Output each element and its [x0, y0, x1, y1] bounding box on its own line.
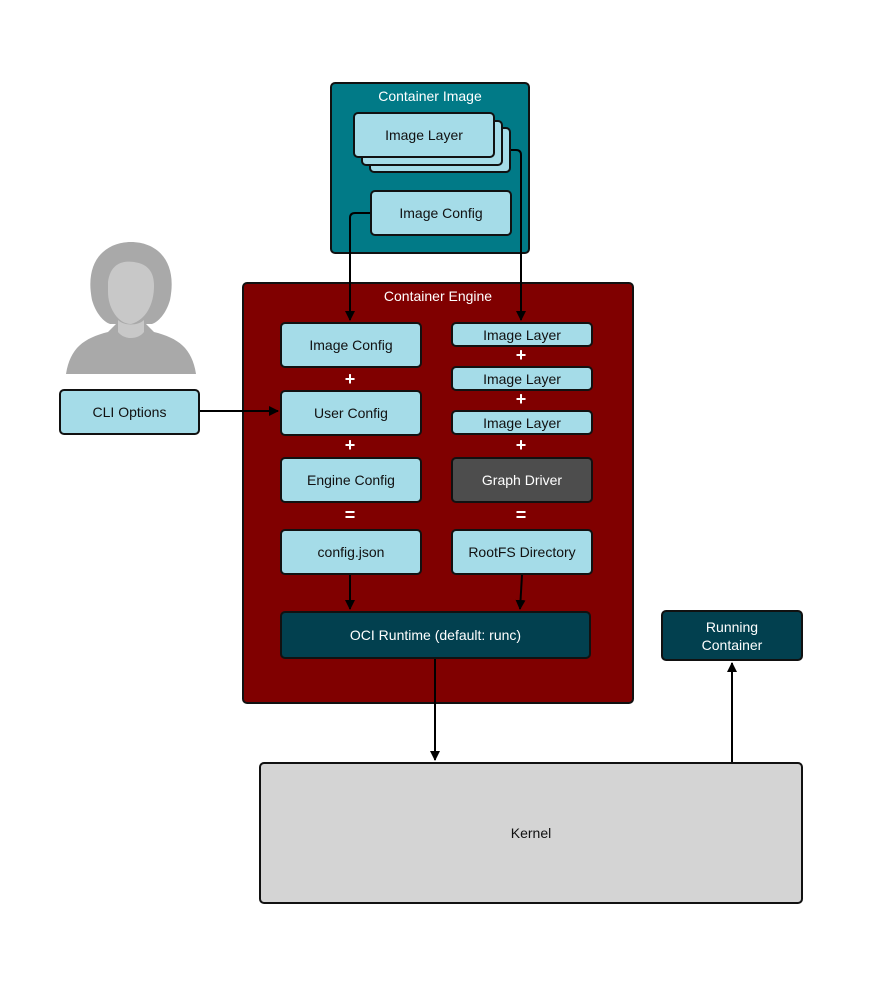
plus-sign: + — [344, 435, 356, 455]
cli-options-label: CLI Options — [92, 404, 167, 420]
kernel-box[interactable]: Kernel — [259, 762, 803, 904]
engine-config-label: Engine Config — [307, 472, 395, 488]
engine-config-box[interactable]: Engine Config — [280, 457, 422, 503]
engine-image-layer-box-2[interactable]: Image Layer — [451, 366, 593, 391]
running-container-box[interactable]: Running Container — [661, 610, 803, 661]
engine-image-layer-box-3[interactable]: Image Layer — [451, 410, 593, 435]
rootfs-directory-box[interactable]: RootFS Directory — [451, 529, 593, 575]
engine-image-config-box[interactable]: Image Config — [280, 322, 422, 368]
plus-sign: + — [515, 389, 527, 409]
engine-image-layer-label-3: Image Layer — [483, 414, 561, 431]
cli-options-box[interactable]: CLI Options — [59, 389, 200, 435]
engine-image-layer-label-1: Image Layer — [483, 326, 561, 343]
container-image-title: Container Image — [378, 88, 482, 104]
user-config-label: User Config — [314, 405, 388, 421]
engine-image-layer-label-2: Image Layer — [483, 370, 561, 387]
user-silhouette-icon — [62, 240, 200, 376]
plus-sign: + — [344, 369, 356, 389]
rootfs-directory-label: RootFS Directory — [468, 544, 576, 560]
graph-driver-box[interactable]: Graph Driver — [451, 457, 593, 503]
container-image-layer-label: Image Layer — [385, 127, 463, 143]
oci-runtime-label: OCI Runtime (default: runc) — [349, 627, 522, 643]
oci-runtime-box[interactable]: OCI Runtime (default: runc) — [280, 611, 591, 659]
graph-driver-label: Graph Driver — [481, 472, 563, 488]
equals-sign: = — [344, 505, 356, 525]
config-json-box[interactable]: config.json — [280, 529, 422, 575]
engine-image-config-label: Image Config — [309, 337, 393, 353]
engine-image-layer-box-1[interactable]: Image Layer — [451, 322, 593, 347]
plus-sign: + — [515, 345, 527, 365]
user-config-box[interactable]: User Config — [280, 390, 422, 436]
container-engine-title: Container Engine — [383, 288, 493, 304]
container-image-config-label: Image Config — [399, 205, 483, 221]
config-json-label: config.json — [317, 544, 385, 560]
equals-sign: = — [515, 505, 527, 525]
running-container-label: Running Container — [701, 618, 763, 653]
plus-sign: + — [515, 435, 527, 455]
kernel-label: Kernel — [510, 825, 552, 841]
container-image-layer[interactable]: Image Layer — [353, 112, 495, 158]
container-image-config[interactable]: Image Config — [370, 190, 512, 236]
